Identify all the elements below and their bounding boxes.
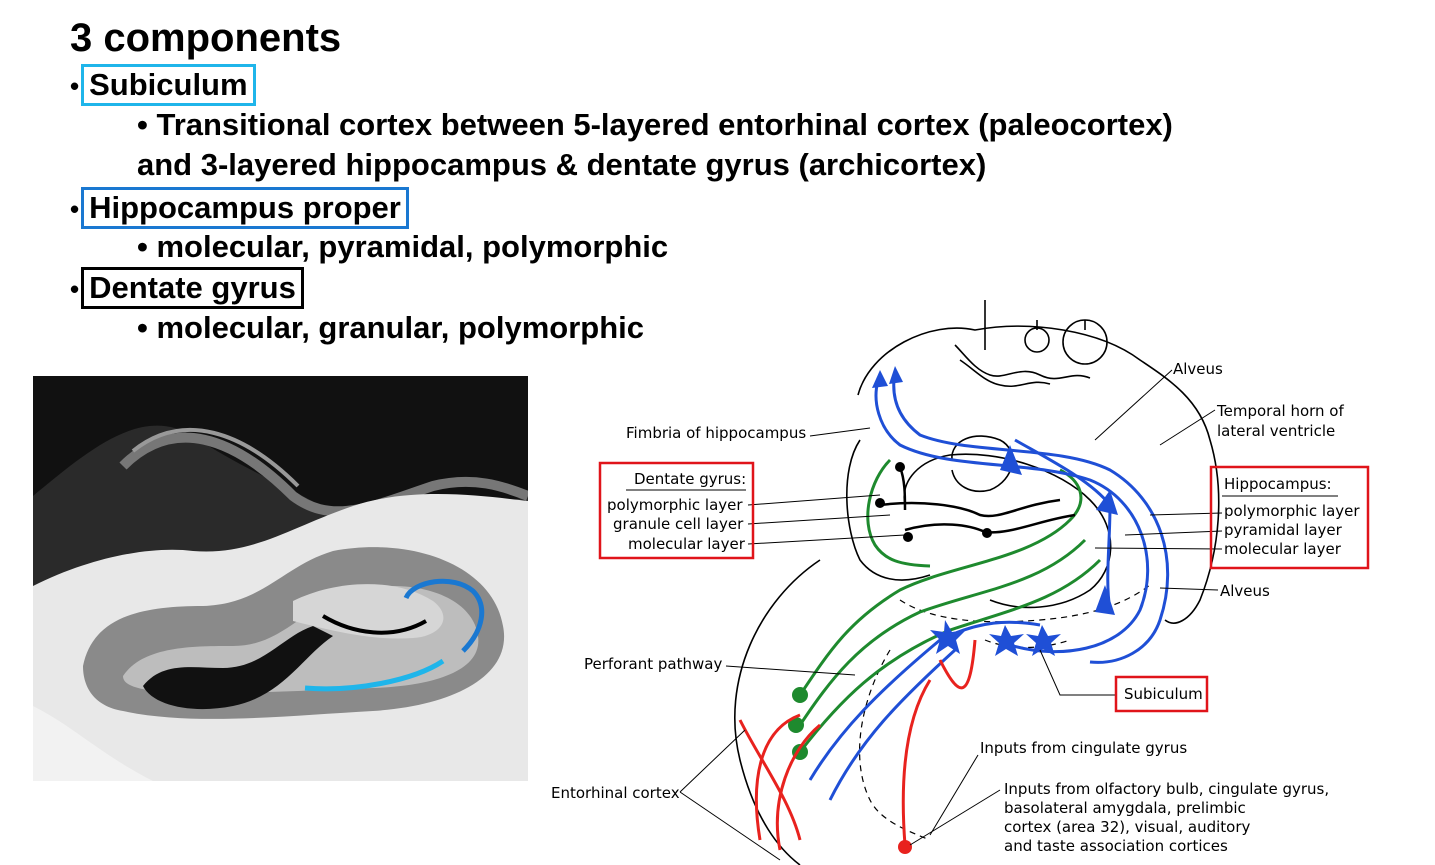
hippocampus-detail: • molecular, pyramidal, polymorphic xyxy=(137,229,669,264)
blue-path-1 xyxy=(874,374,1150,654)
entorhinal-outline xyxy=(734,559,821,865)
pyramidal-neuron-2 xyxy=(1096,490,1118,515)
green-dg-arc xyxy=(866,458,931,568)
label-inputs-2: basolateral amygdala, prelimbic xyxy=(1004,799,1246,817)
pyramidal-neuron-1 xyxy=(1000,445,1022,475)
subiculum-neuron-1 xyxy=(930,620,966,654)
subiculum-detail-1: • Transitional cortex between 5-layered … xyxy=(137,107,1173,142)
dg-outline xyxy=(846,439,931,581)
bullet-dot: • xyxy=(70,274,80,304)
input-node xyxy=(898,840,912,854)
label-entorhinal: Entorhinal cortex xyxy=(551,784,680,802)
granule-cell-4 xyxy=(982,528,992,538)
label-temporal-horn-2: lateral ventricle xyxy=(1217,422,1335,440)
red-path-3 xyxy=(775,723,821,851)
dentate-label: Dentate gyrus xyxy=(81,267,304,309)
subiculum-label-box xyxy=(1114,675,1209,713)
bullet-dentate: •Dentate gyrus xyxy=(70,267,304,309)
histology-photo xyxy=(33,376,528,781)
label-alveus-top: Alveus xyxy=(1173,360,1223,378)
arrowhead-1 xyxy=(872,370,888,388)
label-perforant: Perforant pathway xyxy=(584,655,722,673)
label-hc-poly: polymorphic layer xyxy=(1224,502,1360,520)
ventricle-outline xyxy=(857,325,1220,624)
entorhinal-neuron-2 xyxy=(788,717,804,733)
subiculum-label: Subiculum xyxy=(81,64,256,106)
bullet-dot: • xyxy=(70,71,80,101)
label-inputs-1: Inputs from olfactory bulb, cingulate gy… xyxy=(1004,780,1329,798)
granule-cell-3 xyxy=(903,532,913,542)
blue-path-2 xyxy=(892,371,1170,664)
dentate-detail: • molecular, granular, polymorphic xyxy=(137,310,644,345)
label-fimbria: Fimbria of hippocampus xyxy=(626,424,806,442)
hc-label-box xyxy=(1209,465,1370,570)
hippocampal-circuit-diagram: Alveus Temporal horn of lateral ventricl… xyxy=(551,300,1370,865)
subiculum-detail-2: and 3-layered hippocampus & dentate gyru… xyxy=(137,147,987,182)
label-dg-gran: granule cell layer xyxy=(613,515,744,533)
granule-cell-2 xyxy=(875,498,885,508)
dg-label-box xyxy=(598,461,755,560)
label-cingulate: Inputs from cingulate gyrus xyxy=(980,739,1187,757)
red-path-4 xyxy=(938,639,977,690)
arrowhead-2 xyxy=(889,366,903,384)
slide-title: 3 components xyxy=(70,16,342,60)
black-mossy-fiber-1 xyxy=(879,498,1061,518)
blue-path-3 xyxy=(808,620,1041,781)
red-path-1 xyxy=(901,679,932,846)
green-path-2 xyxy=(798,538,1087,726)
label-inputs-4: and taste association cortices xyxy=(1004,837,1228,855)
label-alveus-mid: Alveus xyxy=(1220,582,1270,600)
green-path-1 xyxy=(798,468,1083,696)
label-inputs-3: cortex (area 32), visual, auditory xyxy=(1004,818,1251,836)
subiculum-neuron-3 xyxy=(1026,625,1061,656)
dashed-boundary-1 xyxy=(899,584,1151,623)
label-hc-pyr: pyramidal layer xyxy=(1224,521,1343,539)
label-subiculum: Subiculum xyxy=(1124,685,1203,703)
granule-cell-1 xyxy=(895,462,905,472)
label-hc-mol: molecular layer xyxy=(1224,540,1342,558)
hc-inner-outline xyxy=(903,453,1112,609)
entorhinal-neuron-1 xyxy=(792,687,808,703)
wavy-fiber xyxy=(954,344,1091,380)
bullet-dot: • xyxy=(70,194,80,224)
subiculum-neuron-2 xyxy=(989,625,1024,656)
hippocampus-label: Hippocampus proper xyxy=(81,187,409,229)
bullet-hippocampus: •Hippocampus proper xyxy=(70,187,409,229)
node-circle xyxy=(1024,327,1050,353)
label-dg-title: Dentate gyrus: xyxy=(634,470,746,488)
bullet-subiculum: •Subiculum xyxy=(70,64,256,106)
pyramidal-neuron-3 xyxy=(1095,585,1115,615)
label-dg-poly: polymorphic layer xyxy=(607,496,743,514)
blue-path-4 xyxy=(828,648,957,801)
label-hc-title: Hippocampus: xyxy=(1224,475,1332,493)
label-dg-mol: molecular layer xyxy=(628,535,746,553)
label-temporal-horn-1: Temporal horn of xyxy=(1216,402,1344,420)
